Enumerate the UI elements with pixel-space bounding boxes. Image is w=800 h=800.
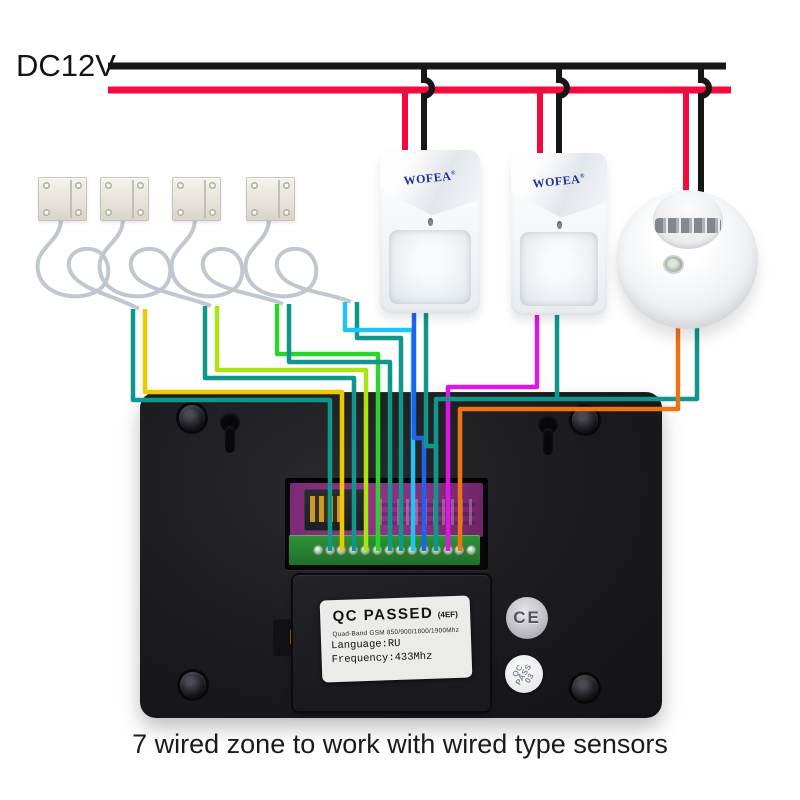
- screw-hole: [283, 182, 290, 189]
- door-cable-4: [243, 218, 352, 304]
- smoke-detector: [616, 190, 758, 329]
- sensor-groove: [70, 180, 73, 218]
- screw-hole: [209, 182, 216, 189]
- sensor-groove: [204, 180, 207, 218]
- smoke-test-button: [665, 257, 682, 272]
- wire-zone4-teal: [354, 302, 404, 551]
- wire-pir1-blue: [411, 312, 427, 551]
- pir-sensor-2: WOFEA®: [511, 153, 607, 315]
- wire-zone3-green: [274, 304, 381, 551]
- panel-screw: [572, 675, 598, 701]
- power-drop-black-smoke: [698, 66, 712, 195]
- door-sensor-3: [172, 177, 221, 221]
- smoke-vent-band: [655, 218, 721, 233]
- wire-zone3-teal: [286, 304, 393, 551]
- screw-hole: [251, 209, 258, 216]
- registered-mark: ®: [450, 170, 457, 177]
- ce-mark: CE: [506, 597, 548, 639]
- door-sensor-2: [100, 177, 149, 221]
- screw-hole: [177, 209, 184, 216]
- screw-hole: [105, 182, 112, 189]
- pir-lens: [520, 232, 598, 306]
- door-sensor-1: [38, 177, 87, 221]
- wire-zone4-cyan: [342, 302, 416, 551]
- wire-zone1-yellow: [142, 309, 345, 551]
- keyhole-mount-slot: [220, 412, 240, 453]
- led-hole: [557, 221, 563, 230]
- door-cable-3: [169, 218, 284, 306]
- pir-sensor-1: WOFEA®: [380, 150, 480, 313]
- screw-hole: [209, 209, 216, 216]
- wire-zone2-teal: [202, 306, 357, 551]
- terminal-screw: [312, 544, 324, 556]
- wire-zone2-lime: [214, 306, 369, 551]
- panel-screw: [180, 672, 206, 698]
- wire-smoke-teal: [433, 326, 700, 551]
- screw-hole: [137, 209, 144, 216]
- smoke-detector-top: [653, 191, 723, 249]
- led-hole: [428, 218, 433, 227]
- screw-hole: [251, 182, 258, 189]
- screw-hole: [75, 209, 82, 216]
- door-sensor-4: [246, 177, 295, 221]
- door-cable-1: [35, 218, 140, 311]
- wire-smoke-orange: [457, 326, 681, 551]
- terminal-screw: [466, 544, 477, 556]
- screw-hole: [43, 209, 50, 216]
- registered-mark: ®: [579, 173, 586, 180]
- screw-hole: [137, 182, 144, 189]
- power-label: DC12V: [16, 48, 116, 83]
- screw-hole: [105, 209, 112, 216]
- pir-lens: [389, 229, 471, 304]
- panel-screw: [572, 407, 598, 433]
- keyhole-mount-slot: [538, 414, 558, 455]
- power-drop-black-pir1: [421, 66, 435, 152]
- power-drop-black-pir2: [556, 66, 570, 155]
- sensor-groove: [278, 180, 281, 218]
- screw-hole: [75, 182, 82, 189]
- qc-pass-sticker: QC PASS 03: [505, 655, 543, 693]
- screw-hole: [283, 209, 290, 216]
- diagram-caption: 7 wired zone to work with wired type sen…: [132, 729, 668, 759]
- wire-pir2-magenta: [445, 315, 540, 551]
- screw-hole: [43, 182, 50, 189]
- screw-hole: [177, 182, 184, 189]
- panel-screw: [179, 405, 205, 431]
- sensor-groove: [132, 180, 135, 218]
- wire-zone1-teal: [130, 309, 333, 551]
